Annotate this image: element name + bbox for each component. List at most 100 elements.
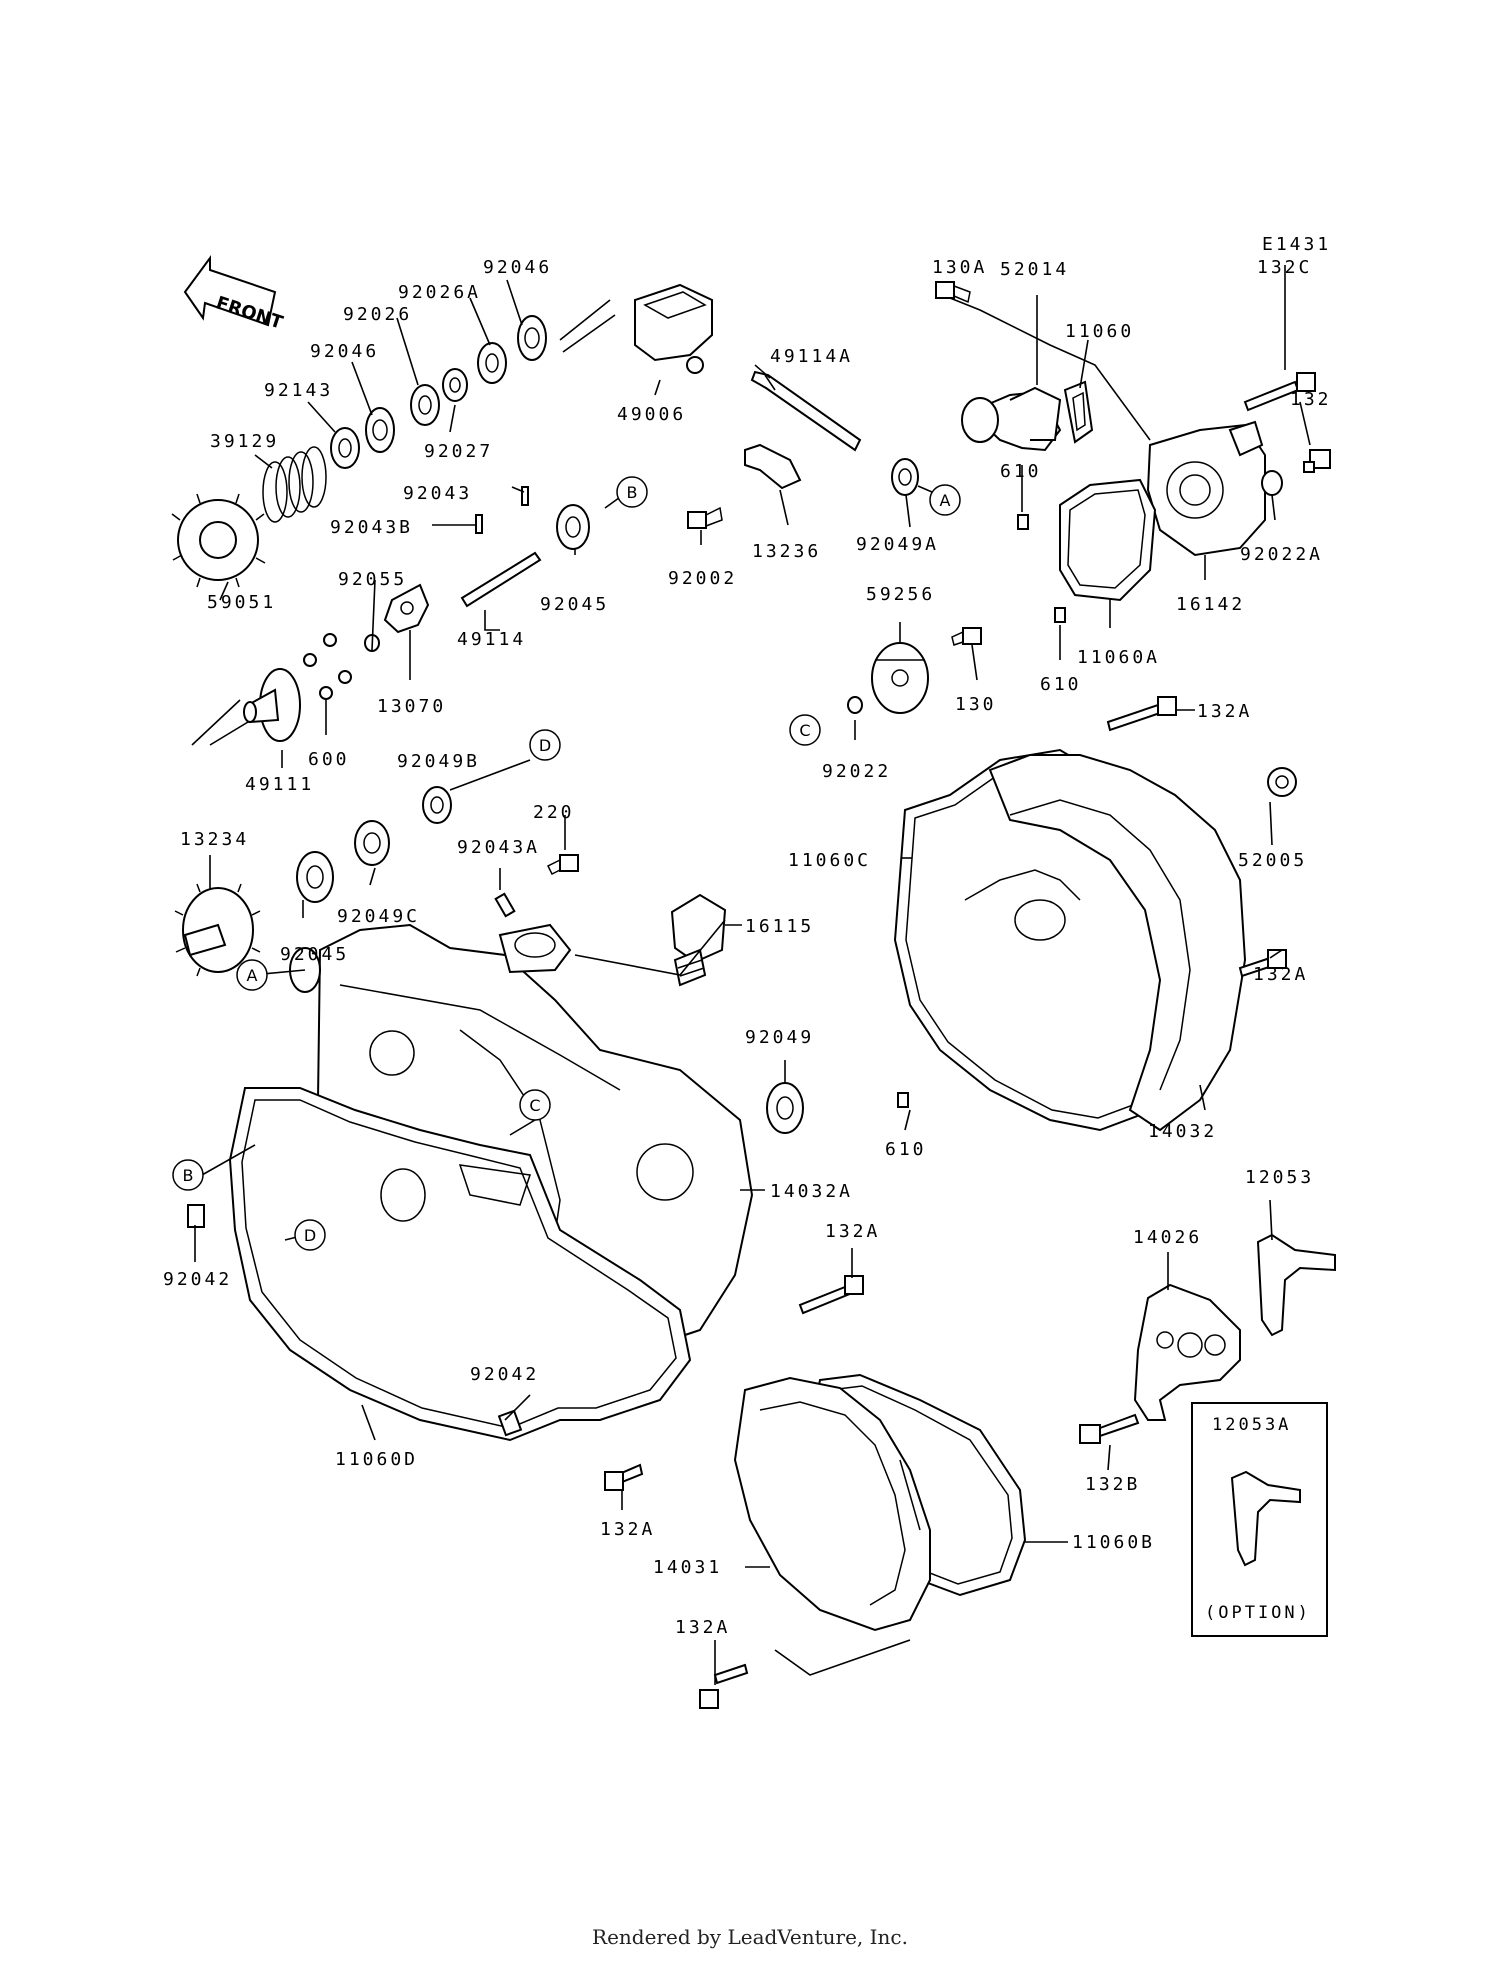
part-label-92022A: 92022A <box>1240 544 1323 565</box>
washer-92022 <box>847 696 863 714</box>
part-label-92002: 92002 <box>668 568 737 589</box>
part-label-16115: 16115 <box>745 916 814 937</box>
part-label-92045-lower: 92045 <box>280 944 349 965</box>
bracket-12053A <box>1230 1470 1301 1567</box>
washer-92026 <box>410 384 440 426</box>
washer-92143 <box>330 427 360 469</box>
part-label-11060B: 11060B <box>1072 1532 1155 1553</box>
part-label-132: 132 <box>1290 389 1332 410</box>
bolt-92002 <box>687 506 723 529</box>
diagram-code: E1431 <box>1262 234 1331 255</box>
dowel-610-top <box>1017 514 1029 530</box>
part-label-11060D: 11060D <box>335 1449 418 1470</box>
bearing-92045-upper <box>556 504 590 550</box>
gear-13234 <box>174 883 261 977</box>
pin-92043A <box>494 892 516 918</box>
bolt-132A-right <box>1238 949 1287 978</box>
dowel-92042-left <box>187 1204 205 1228</box>
part-label-92043: 92043 <box>403 483 472 504</box>
callout-c-bottom: C <box>519 1089 551 1121</box>
water-pump-shaft-assembly <box>171 299 616 588</box>
part-label-92042-left: 92042 <box>163 1269 232 1290</box>
dowel-610-bottom <box>897 1092 909 1108</box>
callout-d-top: D <box>529 729 561 761</box>
part-label-52014: 52014 <box>1000 259 1069 280</box>
bolt-130A <box>935 281 971 304</box>
part-label-11060: 11060 <box>1065 321 1134 342</box>
magneto-cover-14031 <box>733 1376 931 1632</box>
ball-600d <box>319 686 333 700</box>
part-label-610-mid: 610 <box>1040 674 1082 695</box>
part-label-92022: 92022 <box>822 761 891 782</box>
bearing-92049C <box>354 820 390 866</box>
part-label-11060C: 11060C <box>788 850 871 871</box>
part-label-13236: 13236 <box>752 541 821 562</box>
part-label-92046-lower: 92046 <box>310 341 379 362</box>
part-label-52005: 52005 <box>1238 850 1307 871</box>
dowel-610-mid <box>1054 607 1066 623</box>
part-label-49114A: 49114A <box>770 346 853 367</box>
shaft-49114A <box>750 364 862 452</box>
bolt-132B <box>1079 1413 1140 1444</box>
option-box: 12053A (OPTION) <box>1191 1402 1328 1637</box>
svg-text:B: B <box>183 1166 194 1185</box>
bolt-132A-cover-left <box>604 1463 644 1491</box>
impeller-59256 <box>871 642 929 714</box>
part-label-132C: 132C <box>1257 257 1312 278</box>
part-label-92049C: 92049C <box>337 906 420 927</box>
seal-92022A <box>1261 470 1283 496</box>
bolt-132C <box>1243 372 1316 412</box>
svg-text:B: B <box>627 483 638 502</box>
spring-39129 <box>262 446 327 523</box>
callout-a-top: A <box>929 484 961 516</box>
bolt-132A-cover-bottom <box>699 1663 749 1709</box>
svg-text:C: C <box>799 721 810 740</box>
part-label-49114: 49114 <box>457 629 526 650</box>
bolt-132 <box>1303 449 1331 473</box>
leader-lines <box>194 265 1311 1685</box>
washer-92026A <box>477 342 507 384</box>
part-label-92042-bottom: 92042 <box>470 1364 539 1385</box>
part-label-92049B: 92049B <box>397 751 480 772</box>
part-label-130A: 130A <box>932 257 987 278</box>
front-direction-arrow: FRONT <box>183 254 286 334</box>
callout-c-top: C <box>789 714 821 746</box>
part-label-132A-upper: 132A <box>1197 701 1252 722</box>
seal-92049A <box>891 458 919 496</box>
footer-credit: Rendered by LeadVenture, Inc. <box>592 1925 908 1949</box>
part-label-49006: 49006 <box>617 404 686 425</box>
option-code: 12053A <box>1212 1415 1291 1435</box>
part-label-610-bottom: 610 <box>885 1139 927 1160</box>
part-label-13070: 13070 <box>377 696 446 717</box>
part-label-132A-cover-top: 132A <box>825 1221 880 1242</box>
part-label-13234: 13234 <box>180 829 249 850</box>
part-label-59256: 59256 <box>866 584 935 605</box>
svg-text:C: C <box>529 1096 540 1115</box>
part-label-92026A: 92026A <box>398 282 481 303</box>
seal-52005 <box>1267 767 1297 797</box>
pump-cover-16142 <box>1146 420 1266 557</box>
svg-text:A: A <box>940 491 951 510</box>
bracket-13236 <box>744 443 802 490</box>
part-label-92055: 92055 <box>338 569 407 590</box>
bolt-220 <box>546 854 579 876</box>
gasket-11060 <box>1063 380 1094 444</box>
part-label-14032A: 14032A <box>770 1181 853 1202</box>
part-labels: 92046 92026A 92026 92046 92143 39129 590… <box>163 257 1332 1638</box>
bearing-92046-lower <box>365 407 395 453</box>
part-label-92043B: 92043B <box>330 517 413 538</box>
part-label-600: 600 <box>308 749 350 770</box>
part-label-92027: 92027 <box>424 441 493 462</box>
part-label-11060A: 11060A <box>1077 647 1160 668</box>
bearing-92049B <box>422 786 452 824</box>
bolt-132A-cover-top <box>798 1275 864 1315</box>
filler-cap-16115 <box>670 893 727 987</box>
callout-b-bottom: B <box>172 1159 204 1191</box>
part-label-92043A: 92043A <box>457 837 540 858</box>
part-label-14031: 14031 <box>653 1557 722 1578</box>
gear-59051 <box>171 493 266 588</box>
bearing-92046-upper <box>517 315 547 361</box>
part-label-49111: 49111 <box>245 774 314 795</box>
governor-49111 <box>191 668 301 746</box>
bearing-92045-lower <box>296 851 334 903</box>
